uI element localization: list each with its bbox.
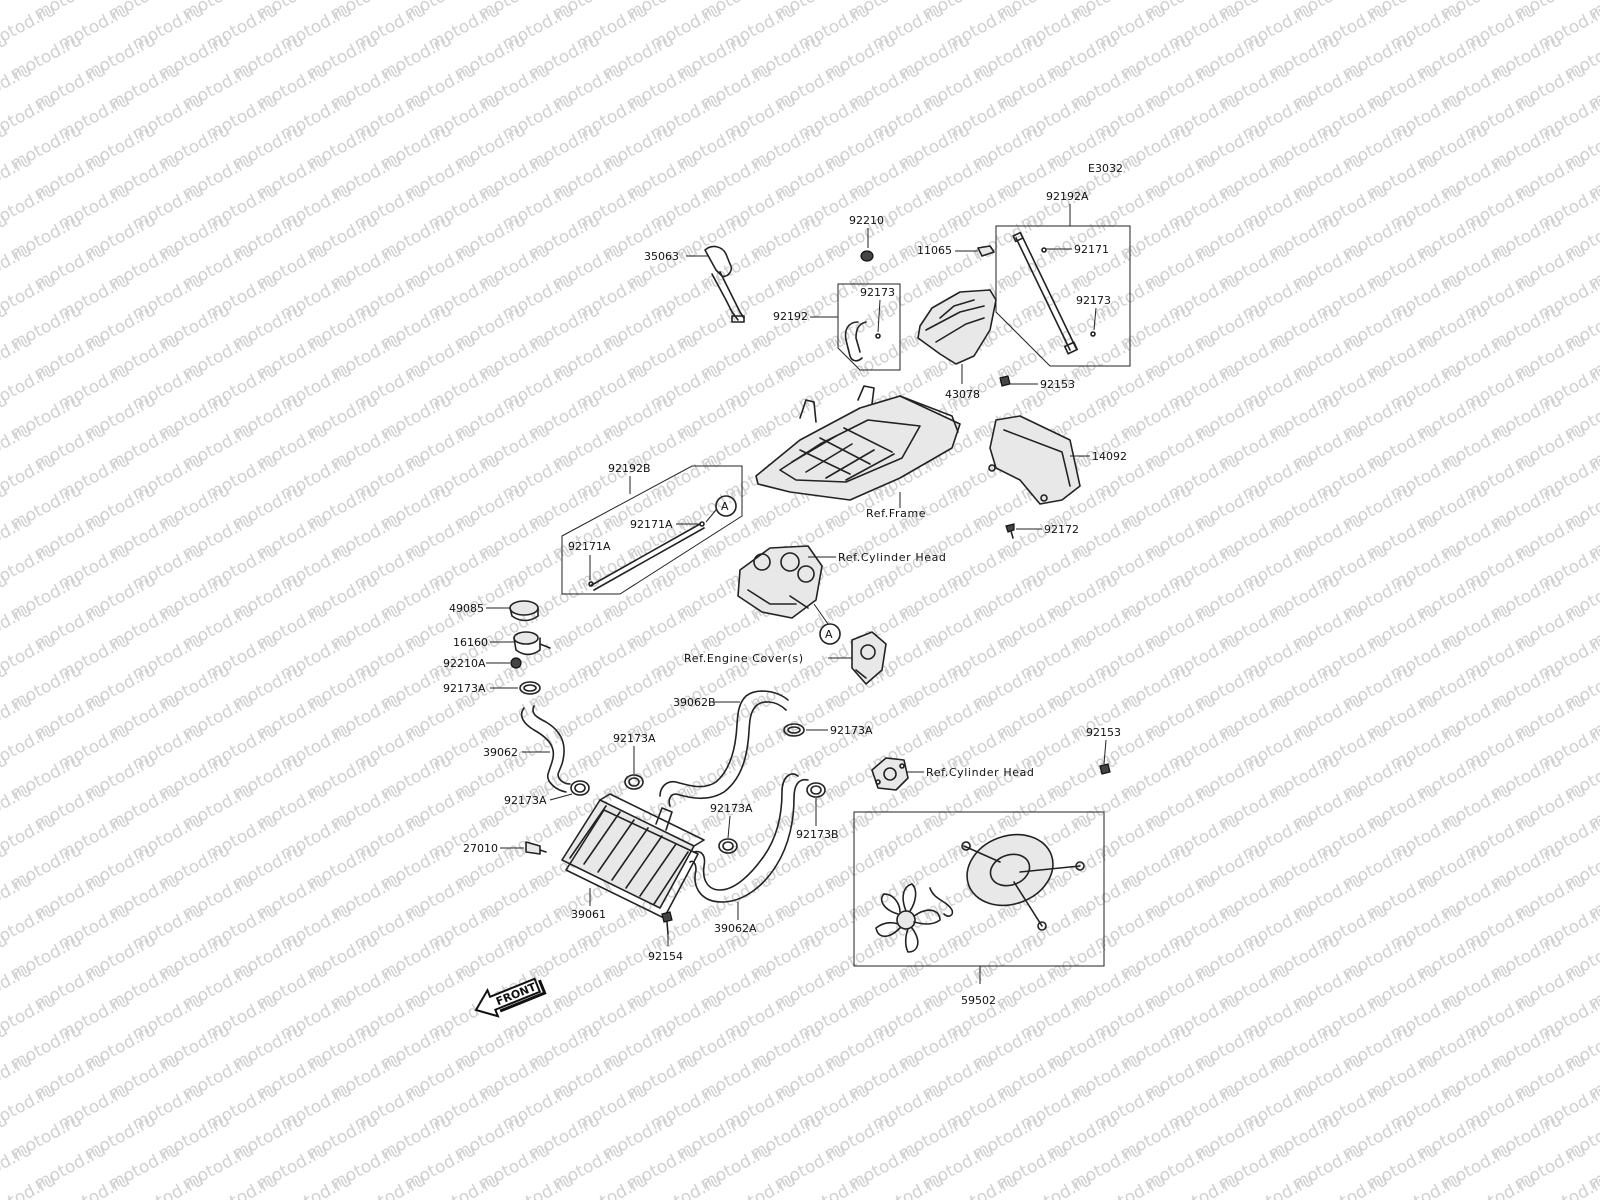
callout-92154: 92154 [648, 950, 683, 963]
callout-92171A-b: 92171A [568, 540, 611, 553]
part-92210A-nut [510, 657, 522, 669]
callout-11065: 11065 [917, 244, 952, 257]
part-92172-bolt [1005, 523, 1015, 539]
callout-92173A-b: 92173A [613, 732, 656, 745]
part-92210-nut [860, 250, 874, 262]
callout-92173B: 92173B [796, 828, 839, 841]
callout-92171A-a: 92171A [630, 518, 673, 531]
callout-49085: 49085 [449, 602, 484, 615]
callout-92173A-d: 92173A [830, 724, 873, 737]
callout-39061: 39061 [571, 908, 606, 921]
ref-engine-cover: Ref.Engine Cover(s) [684, 652, 804, 665]
callout-92192: 92192 [773, 310, 808, 323]
part-92153-bolt-b [1099, 763, 1111, 775]
callout-92171: 92171 [1074, 243, 1109, 256]
callout-39062: 39062 [483, 746, 518, 759]
callout-92153-a: 92153 [1040, 378, 1075, 391]
callout-39062A: 39062A [714, 922, 757, 935]
ref-cylinder-head-a: Ref.Cylinder Head [838, 551, 947, 564]
callout-35063: 35063 [644, 250, 679, 263]
ref-cylinder-head-b: Ref.Cylinder Head [926, 766, 1035, 779]
ref-frame: Ref.Frame [866, 507, 926, 520]
callout-92173A-a: 92173A [443, 682, 486, 695]
diagram-code: E3032 [1088, 162, 1123, 175]
callout-92192B: 92192B [608, 462, 651, 475]
callout-92173-a: 92173 [860, 286, 895, 299]
callout-92173A-e: 92173A [710, 802, 753, 815]
marker-a-1: A [721, 500, 729, 513]
callout-92210A: 92210A [443, 657, 486, 670]
watermark-text: motod.ru [0, 1170, 59, 1200]
callout-92192A: 92192A [1046, 190, 1089, 203]
callout-59502: 59502 [961, 994, 996, 1007]
part-frame-tray [755, 385, 961, 501]
callout-16160: 16160 [453, 636, 488, 649]
marker-a-2: A [825, 628, 833, 641]
callout-92172: 92172 [1044, 523, 1079, 536]
callout-27010: 27010 [463, 842, 498, 855]
callout-92173A-c: 92173A [504, 794, 547, 807]
callout-39062B: 39062B [673, 696, 716, 709]
callout-92153-b: 92153 [1086, 726, 1121, 739]
part-92173A-clamp-c [570, 780, 590, 796]
callout-92210: 92210 [849, 214, 884, 227]
part-92173A-clamp-a [519, 681, 541, 695]
part-92153-bolt-a [999, 375, 1011, 387]
callout-43078: 43078 [945, 388, 980, 401]
callout-92173-b: 92173 [1076, 294, 1111, 307]
callout-14092: 14092 [1092, 450, 1127, 463]
